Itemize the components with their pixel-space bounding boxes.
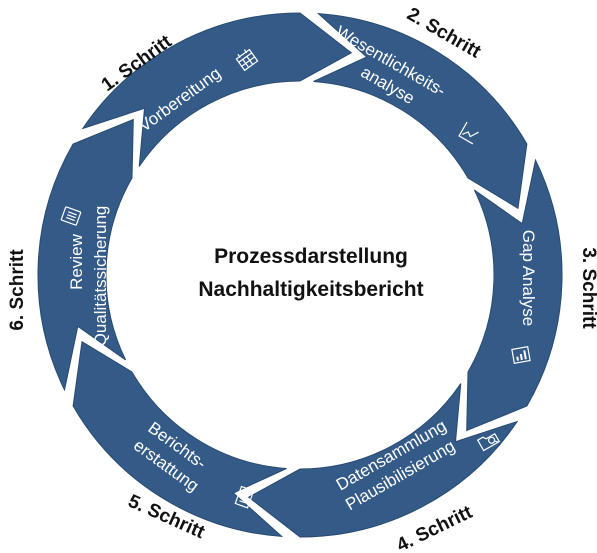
calendar-icon: [235, 48, 259, 72]
document-icon: [234, 485, 253, 509]
step6-text-line2: Qualitätssicherung: [91, 206, 110, 347]
step3-label: 3. Schritt: [578, 247, 597, 329]
cycle-segment-step4: [247, 383, 519, 538]
step3-text: Gap Analyse: [519, 230, 538, 326]
center-title-line2: Nachhaltigkeitsbericht: [198, 278, 423, 301]
cycle-segment-step3: [466, 158, 563, 432]
cycle-segment-step1: [81, 12, 353, 167]
step6-label: 6. Schritt: [7, 249, 28, 331]
search-folder-icon: [476, 432, 501, 452]
cycle-segment-step5: [72, 340, 287, 538]
cycle-segment-step2: [313, 12, 528, 210]
cycle-segment-step6: [37, 118, 134, 392]
line-chart-icon: [458, 121, 479, 145]
bar-chart-icon: [511, 346, 531, 364]
checklist-icon: [60, 206, 82, 226]
center-title-line1: Prozessdarstellung: [214, 245, 408, 268]
step6-text-line1: Review: [67, 233, 86, 289]
